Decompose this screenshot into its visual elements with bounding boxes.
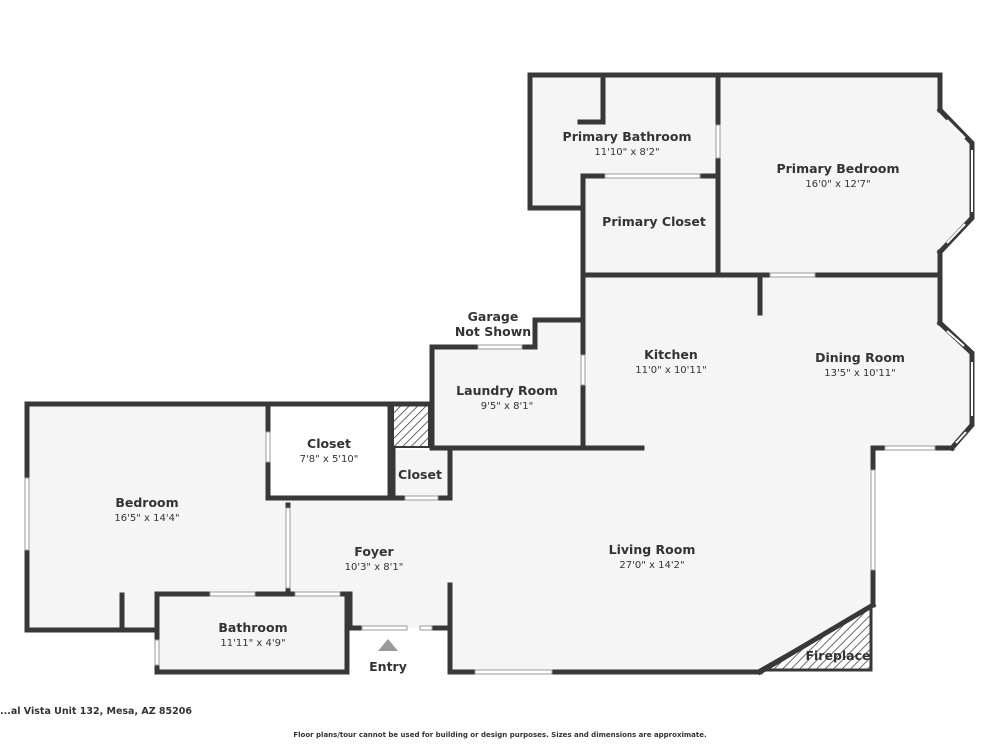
primary-bedroom-label: Primary Bedroom (776, 161, 899, 176)
dining-room-dims: 13'5" x 10'11" (824, 368, 896, 379)
primary-closet-label: Primary Closet (602, 214, 706, 229)
bay-windows (936, 106, 975, 452)
foyer-dims: 10'3" x 8'1" (345, 562, 404, 573)
closet-a-label: Closet (307, 436, 351, 451)
laundry-room-label: Laundry Room (456, 383, 558, 398)
entry-label: Entry (369, 659, 407, 674)
primary-bathroom-label: Primary Bathroom (563, 129, 692, 144)
garage-label-line2: Not Shown (455, 324, 531, 339)
windows (24, 124, 936, 675)
dining-room-label: Dining Room (815, 350, 905, 365)
fireplace-label: Fireplace (805, 648, 870, 663)
hatched-chase (392, 404, 430, 448)
bathroom-dims: 11'11" x 4'9" (220, 638, 285, 649)
closet-a-dims: 7'8" x 5'10" (300, 454, 359, 465)
living-room-label: Living Room (609, 542, 696, 557)
bathroom-label: Bathroom (218, 620, 287, 635)
laundry-room-dims: 9'5" x 8'1" (481, 401, 533, 412)
bedroom-label: Bedroom (115, 495, 178, 510)
kitchen-dims: 11'0" x 10'11" (635, 365, 707, 376)
bedroom-dims: 16'5" x 14'4" (114, 513, 179, 524)
entry-arrow-icon (378, 639, 398, 651)
disclaimer-text: Floor plans/tour cannot be used for buil… (293, 731, 707, 739)
floor-fills (27, 75, 972, 672)
foyer-label: Foyer (354, 544, 394, 559)
property-address: ...al Vista Unit 132, Mesa, AZ 85206 (0, 706, 192, 717)
living-room-dims: 27'0" x 14'2" (619, 560, 684, 571)
walls (24, 72, 955, 676)
primary-bedroom-dims: 16'0" x 12'7" (805, 179, 870, 190)
primary-bathroom-dims: 11'10" x 8'2" (594, 147, 659, 158)
closet-b-label: Closet (398, 467, 442, 482)
garage-label-line1: Garage (468, 309, 519, 324)
kitchen-label: Kitchen (644, 347, 698, 362)
